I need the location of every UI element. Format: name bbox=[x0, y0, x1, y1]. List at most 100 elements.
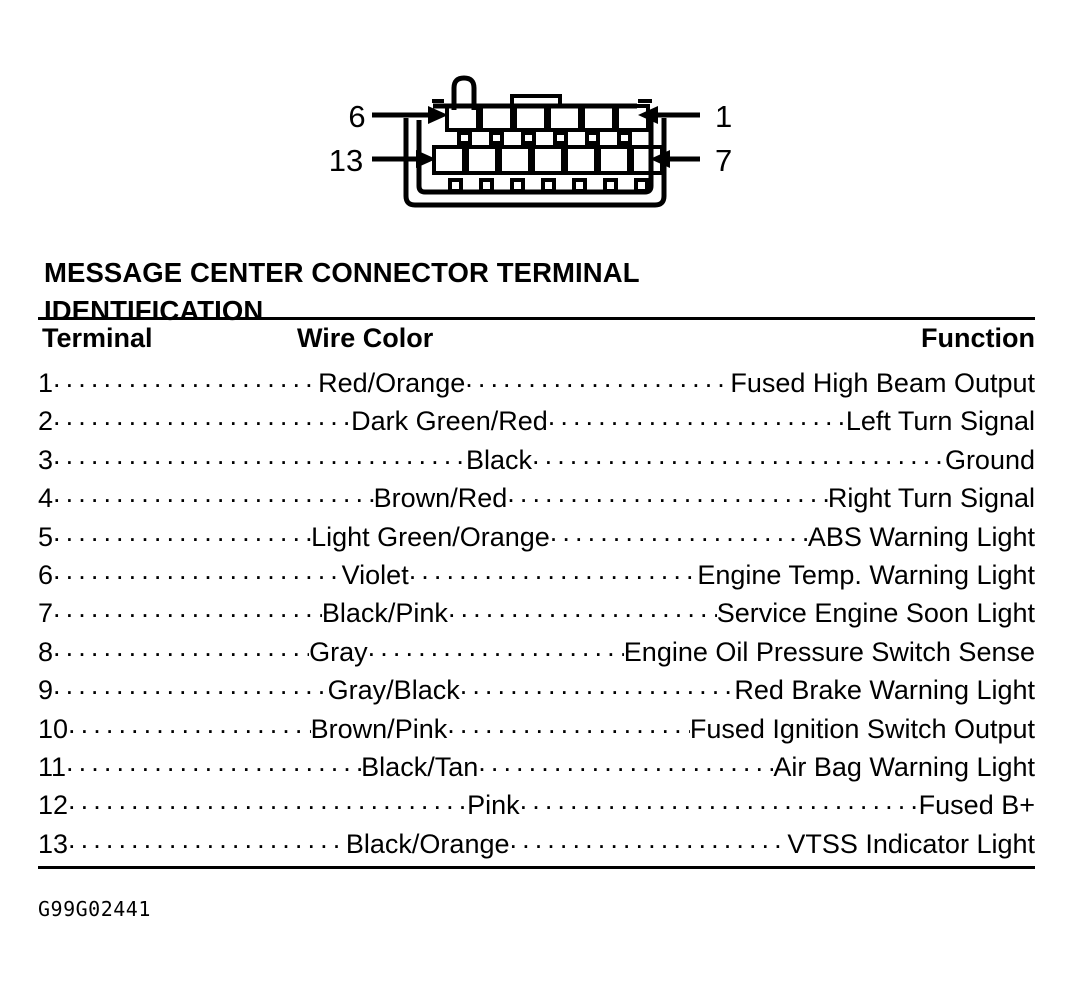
cell-function: Right Turn Signal bbox=[827, 483, 1035, 514]
cell-terminal: 4 bbox=[38, 483, 54, 514]
latch-tab-icon bbox=[451, 75, 477, 110]
dot-leader bbox=[447, 711, 690, 738]
dot-leader bbox=[53, 595, 322, 622]
dot-leader bbox=[460, 672, 735, 699]
page-title-line-1: MESSAGE CENTER CONNECTOR TERMINAL bbox=[44, 257, 640, 289]
page-title-line-2: IDENTIFICATION bbox=[44, 295, 264, 327]
dot-leader bbox=[68, 711, 311, 738]
dot-leader bbox=[53, 519, 311, 546]
table-row: 8 Gray Engine Oil Pressure Switch Sense bbox=[38, 634, 1035, 672]
dot-leader bbox=[53, 442, 466, 469]
callout-arrow-6 bbox=[372, 106, 448, 124]
cell-wire-color: Pink bbox=[467, 790, 520, 821]
table-row: 2 Dark Green/Red Left Turn Signal bbox=[38, 403, 1035, 441]
dot-leader bbox=[368, 634, 624, 661]
table-bottom-rule bbox=[38, 866, 1035, 870]
cell-function: ABS Warning Light bbox=[807, 521, 1035, 552]
callout-arrow-1 bbox=[638, 106, 700, 124]
terminal-identification-table: Terminal Wire Color Function 1Red/Orange… bbox=[38, 317, 1035, 870]
column-header-terminal: Terminal bbox=[42, 323, 153, 353]
cell-function: Service Engine Soon Light bbox=[716, 598, 1035, 629]
dot-leader bbox=[507, 480, 828, 507]
connector-diagram-svg: 6 1 13 7 bbox=[329, 75, 732, 208]
cell-function: Engine Temp. Warning Light bbox=[697, 559, 1035, 590]
table-row: 12PinkFused B+ bbox=[38, 787, 1035, 825]
table-row: 13Black/OrangeVTSS Indicator Light bbox=[38, 826, 1035, 864]
cavity-top-5 bbox=[479, 104, 514, 132]
table-row: 5 Light Green/Orange ABS Warning Light bbox=[38, 519, 1035, 557]
connector-diagram: 6 1 13 7 bbox=[0, 0, 1070, 225]
cell-wire-color: Black/Pink bbox=[321, 598, 448, 629]
dot-leader bbox=[550, 519, 808, 546]
dot-leader bbox=[548, 403, 846, 430]
dot-leader bbox=[520, 787, 919, 814]
cell-terminal: 12 bbox=[38, 790, 69, 821]
cell-wire-color: Black bbox=[465, 444, 532, 475]
cavity-bottom-12 bbox=[465, 145, 499, 175]
upper-rib-squares bbox=[457, 131, 632, 145]
dot-leader bbox=[68, 826, 346, 853]
cavity-bottom-13 bbox=[432, 145, 466, 175]
cavity-top-2 bbox=[581, 104, 616, 132]
cell-terminal: 3 bbox=[38, 444, 54, 475]
table-row: 4Brown/RedRight Turn Signal bbox=[38, 480, 1035, 518]
cell-wire-color: Gray bbox=[309, 636, 368, 667]
cell-terminal: 8 bbox=[38, 636, 54, 667]
cell-function: Ground bbox=[944, 444, 1035, 475]
cell-wire-color: Black/Tan bbox=[361, 751, 479, 782]
cell-function: Fused Ignition Switch Output bbox=[689, 713, 1035, 744]
dot-leader bbox=[53, 365, 318, 392]
cell-function: Fused High Beam Output bbox=[730, 368, 1035, 398]
dot-leader bbox=[53, 672, 328, 699]
dot-leader bbox=[53, 403, 351, 430]
cell-function: Air Bag Warning Light bbox=[773, 751, 1035, 782]
cell-wire-color: Light Green/Orange bbox=[311, 521, 550, 552]
table-row: 3 Black Ground bbox=[38, 442, 1035, 480]
cell-wire-color: Violet bbox=[341, 559, 409, 590]
dot-leader bbox=[53, 557, 342, 584]
cell-wire-color: Gray/Black bbox=[327, 675, 460, 706]
table-top-rule bbox=[38, 317, 1035, 320]
callout-arrow-13 bbox=[372, 150, 436, 168]
connector-body-outline bbox=[403, 118, 667, 208]
dot-leader bbox=[532, 442, 945, 469]
connector-inner-shroud bbox=[416, 120, 654, 195]
cell-function: Engine Oil Pressure Switch Sense bbox=[623, 636, 1035, 667]
table-row: 10 Brown/Pink Fused Ignition Switch Output bbox=[38, 711, 1035, 749]
dot-leader bbox=[465, 365, 730, 392]
cell-wire-color: Brown/Pink bbox=[310, 713, 448, 744]
cavity-bottom-8 bbox=[597, 145, 631, 175]
cell-terminal: 9 bbox=[38, 675, 54, 706]
dot-leader bbox=[53, 480, 374, 507]
callout-label-top-right: 1 bbox=[715, 99, 732, 134]
cell-terminal: 11 bbox=[38, 751, 67, 782]
column-header-function: Function bbox=[921, 323, 1035, 353]
bottom-row-cavities bbox=[432, 145, 664, 175]
cell-terminal: 10 bbox=[38, 713, 69, 744]
table-row: 7 Black/Pink Service Engine Soon Light bbox=[38, 595, 1035, 633]
cell-terminal: 2 bbox=[38, 406, 54, 437]
cavity-bottom-11 bbox=[498, 145, 532, 175]
cavity-top-4 bbox=[513, 104, 548, 132]
page-title: MESSAGE CENTER CONNECTOR TERMINAL IDENTI… bbox=[44, 254, 864, 330]
table-header-row: Terminal Wire Color Function bbox=[38, 320, 1035, 364]
table-row: 11 Black/Tan Air Bag Warning Light bbox=[38, 749, 1035, 787]
cell-terminal: 5 bbox=[38, 521, 54, 552]
lower-rib-squares bbox=[448, 178, 649, 193]
cell-function: Left Turn Signal bbox=[845, 406, 1035, 437]
figure-reference-code: G99G02441 bbox=[38, 897, 151, 921]
cell-terminal: 13 bbox=[38, 828, 69, 859]
cell-wire-color: Dark Green/Red bbox=[351, 406, 548, 437]
cell-wire-color: Black/Orange bbox=[345, 828, 510, 859]
callout-label-bottom-left: 13 bbox=[329, 143, 363, 178]
dot-leader bbox=[66, 749, 361, 776]
dot-leader bbox=[478, 749, 773, 776]
column-header-wire-color: Wire Color bbox=[297, 323, 434, 353]
dot-leader bbox=[53, 634, 309, 661]
cell-terminal: 6 bbox=[38, 559, 54, 590]
table-body: 1Red/OrangeFused High Beam Output2Dark G… bbox=[38, 364, 1035, 864]
cavity-top-3 bbox=[547, 104, 582, 132]
cavity-bottom-9 bbox=[564, 145, 598, 175]
cell-terminal: 7 bbox=[38, 598, 54, 629]
cavity-top-1 bbox=[615, 104, 650, 132]
